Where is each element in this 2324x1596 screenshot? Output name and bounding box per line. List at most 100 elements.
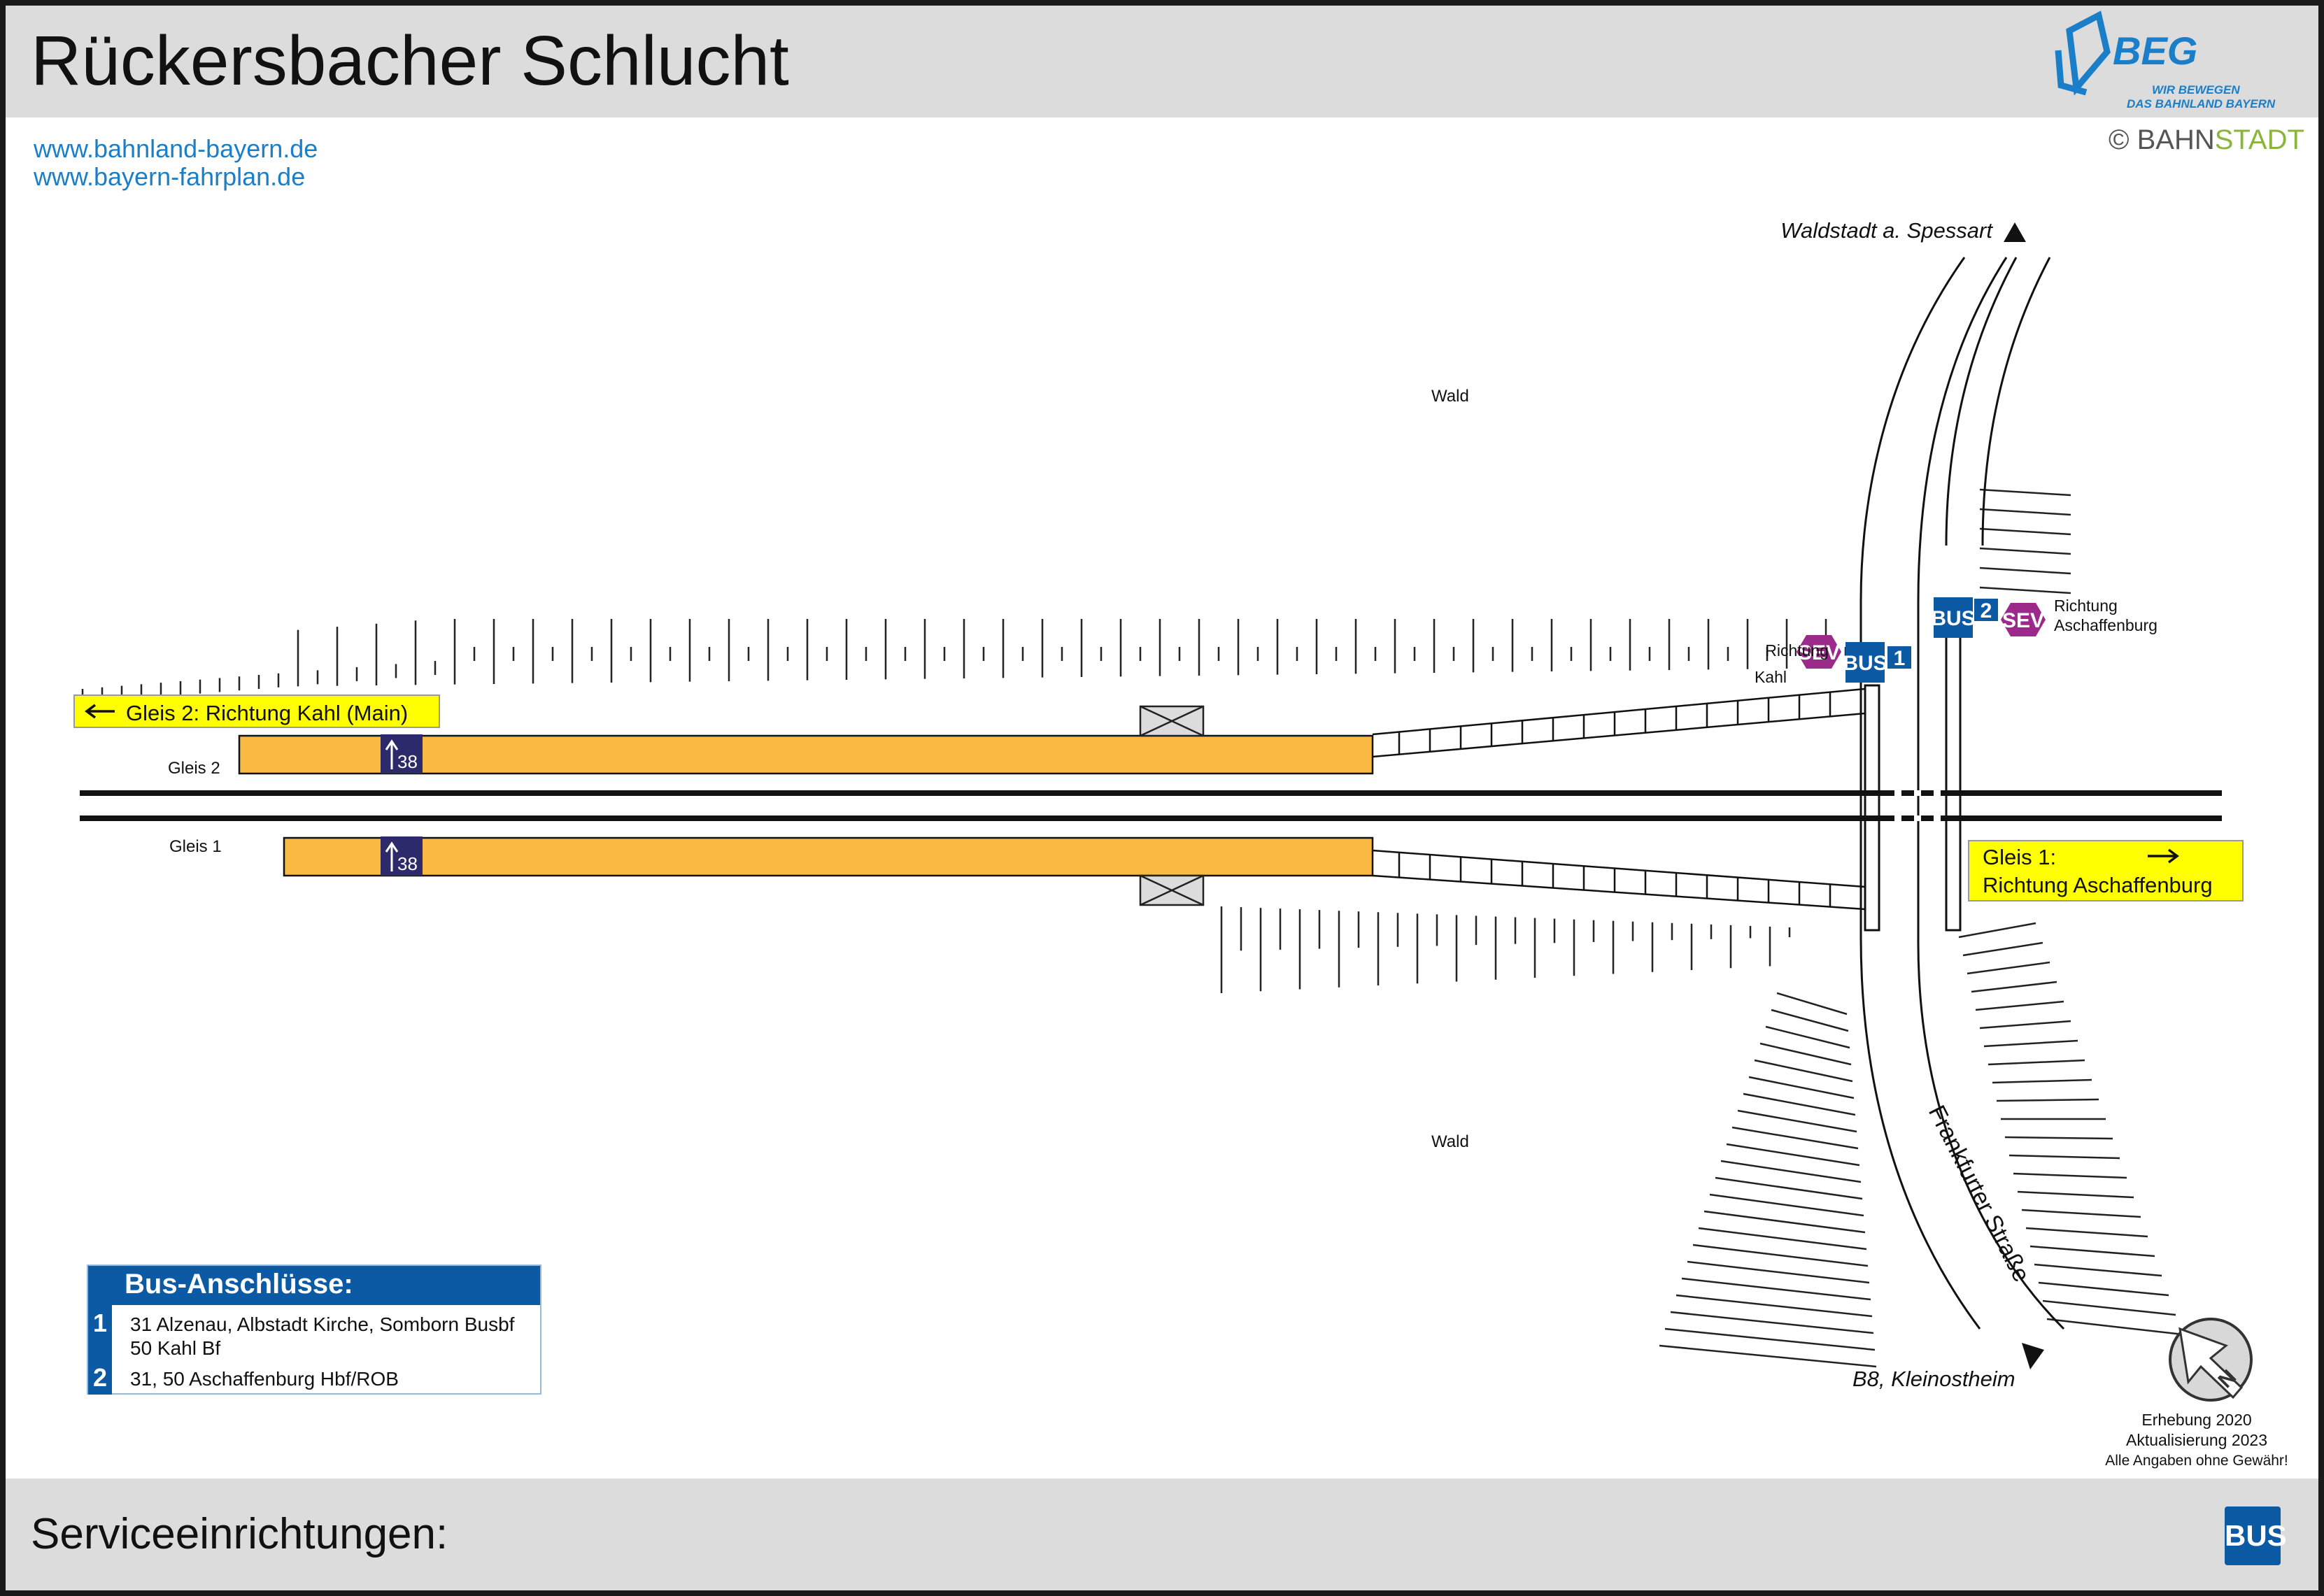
- hatch-mark: [1737, 1109, 1857, 1133]
- area-label-north: Wald: [1431, 387, 1469, 406]
- bahnstadt-credit: © BAHNSTADT: [2109, 124, 2304, 156]
- legend-stop-2-number: 2: [88, 1361, 112, 1395]
- hatch-mark: [1731, 1126, 1859, 1150]
- link-bayern-fahrplan[interactable]: www.bayern-fahrplan.de: [34, 162, 306, 191]
- update-year: Aktualisierung 2023: [2125, 1431, 2268, 1449]
- credit-bahn: BAHN: [2137, 124, 2215, 155]
- bus-service-icon[interactable]: BUS: [2225, 1506, 2287, 1565]
- credit-stadt: STADT: [2214, 124, 2304, 155]
- sign-gleis-2-text: Gleis 2: Richtung Kahl (Main): [126, 701, 408, 725]
- hatch-mark: [2017, 1190, 2134, 1199]
- slope-hatching-road: [1659, 488, 2183, 1368]
- up-arrow-icon: [385, 841, 399, 871]
- north-arrow-icon: [2178, 1327, 2244, 1399]
- hatch-mark: [2034, 1263, 2162, 1277]
- exit-number: 38: [397, 751, 418, 772]
- hatch-mark: [1675, 1294, 1873, 1318]
- hatch-mark: [2004, 1136, 2113, 1140]
- sign-gleis-1-line2: Richtung Aschaffenburg: [1983, 873, 2213, 897]
- exit-number: 38: [397, 853, 418, 874]
- hatch-mark: [1659, 1344, 1877, 1368]
- hatch-mark: [1698, 1227, 1867, 1251]
- hatch-mark: [1754, 1059, 1853, 1083]
- service-facilities-title: Serviceeinrichtungen:: [31, 1510, 448, 1558]
- hatch-mark: [1992, 1078, 2092, 1084]
- hatch-mark: [1670, 1311, 1874, 1334]
- hatch-mark: [1748, 1076, 1855, 1099]
- legend-stop-1-number: 1: [88, 1305, 112, 1361]
- hatch-mark: [1715, 1176, 1863, 1200]
- bus-stop-2: BUS 2 SEV Richtung Aschaffenburg: [1931, 597, 2158, 638]
- bus-stop-1-label: BUS: [1843, 652, 1887, 675]
- bus-stop-1: SEV BUS 1 Richtung Kahl: [1755, 635, 1911, 686]
- beg-logo-text: BEG: [2113, 29, 2197, 73]
- stop-1-direction-line1: Richtung: [1765, 641, 1829, 660]
- disclaimer: Alle Angaben ohne Gewähr!: [2105, 1453, 2288, 1469]
- hatch-mark: [1983, 1039, 2078, 1048]
- hatch-mark: [1971, 981, 2057, 993]
- hatch-mark: [1743, 1092, 1856, 1116]
- legend-stop-1-line1: 31 Alzenau, Albstadt Kirche, Somborn Bus…: [130, 1313, 515, 1335]
- hatch-mark: [1771, 1009, 1849, 1032]
- road-frankfurter-strasse: [1859, 257, 2065, 1330]
- hatch-mark: [1979, 527, 2071, 536]
- ramp-gleis-1: [1372, 849, 1866, 911]
- tracks: [80, 790, 2222, 821]
- hatch-mark: [2008, 1154, 2120, 1160]
- up-arrow-icon: [385, 739, 399, 769]
- hatch-mark: [2046, 1318, 2183, 1336]
- shelter-gleis-1: [1139, 874, 1205, 906]
- area-label-south: Wald: [1431, 1132, 1469, 1151]
- arrow-left-icon: [85, 704, 115, 719]
- ramp-gleis-2: [1372, 687, 1866, 758]
- shelter-gleis-2: [1139, 705, 1205, 737]
- stop-1-direction-line2: Kahl: [1755, 668, 1787, 686]
- link-bahnland-bayern[interactable]: www.bahnland-bayern.de: [34, 134, 318, 163]
- hatch-mark: [1988, 1059, 2085, 1066]
- bus-connections-legend: Bus-Anschlüsse: 1 31 Alzenau, Albstadt K…: [87, 1264, 541, 1395]
- hatch-mark: [1720, 1160, 1862, 1183]
- platform-gleis-1: [283, 836, 1374, 877]
- exit-badge-gleis-2: 38: [381, 734, 423, 774]
- copyright-symbol: ©: [2109, 124, 2130, 155]
- hatch-mark: [2025, 1227, 2148, 1238]
- sign-gleis-1-direction: Gleis 1: Richtung Aschaffenburg: [1968, 840, 2244, 902]
- bus-connections-title: Bus-Anschlüsse:: [88, 1266, 540, 1305]
- hatch-mark: [1967, 961, 2050, 975]
- sev-icon: [1797, 635, 1841, 669]
- exit-badge-gleis-1: 38: [381, 836, 423, 876]
- hatch-mark: [1996, 1098, 2099, 1102]
- hatch-mark: [2021, 1209, 2141, 1218]
- sev-stop-1-label: SEV: [1798, 641, 1840, 664]
- label-gleis-1: Gleis 1: [169, 837, 222, 856]
- arrow-right-icon: [2148, 848, 2179, 864]
- bus-stop-2-label: BUS: [1931, 607, 1975, 630]
- header-band: [6, 6, 2318, 117]
- hatch-mark: [1687, 1260, 1870, 1284]
- hatch-mark: [1759, 1042, 1852, 1066]
- arrow-south-icon: [2022, 1343, 2044, 1369]
- sev-stop-2-label: SEV: [2002, 609, 2044, 632]
- bus-stop-icon: [1845, 642, 1885, 683]
- hatch-mark: [1979, 508, 2071, 516]
- hatch-mark: [1979, 547, 2071, 555]
- compass: N: [2169, 1318, 2253, 1402]
- hatch-mark: [1962, 941, 2043, 957]
- sign-gleis-1-line1: Gleis 1:: [1983, 845, 2056, 869]
- hatch-mark: [1765, 1025, 1850, 1049]
- hatch-mark: [1979, 1020, 2071, 1029]
- hatch-mark: [1979, 488, 2071, 497]
- hatch-mark: [2013, 1172, 2127, 1179]
- legend-stop-2-line1: 31, 50 Aschaffenburg Hbf/ROB: [130, 1368, 399, 1390]
- hatch-mark: [1664, 1327, 1876, 1351]
- legend-stop-1-line2: 50 Kahl Bf: [130, 1337, 221, 1359]
- underpass-structure: [1864, 600, 1962, 932]
- hatch-mark: [1979, 586, 2071, 594]
- hatch-mark: [1979, 567, 2071, 575]
- beg-logo: BEG WIR BEWEGEN DAS BAHNLAND BAYERN: [2055, 10, 2276, 111]
- hatch-mark: [1776, 992, 1848, 1016]
- bus-stop-icon: [1934, 597, 1973, 638]
